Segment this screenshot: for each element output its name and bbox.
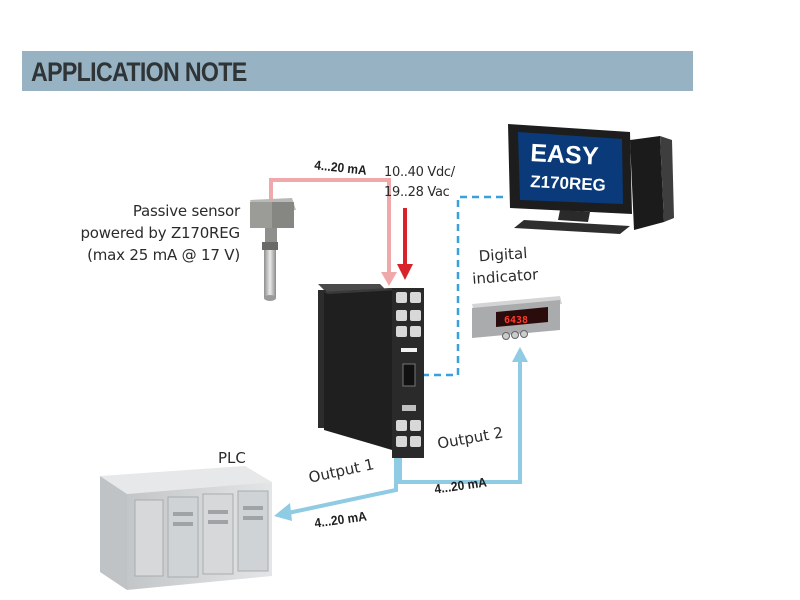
sensor-label-line1: Passive sensor xyxy=(132,202,240,220)
output1-wire xyxy=(274,452,398,521)
indicator-readout: 6438 xyxy=(504,315,528,326)
plc-rack xyxy=(100,466,272,590)
serial-link-line xyxy=(410,195,505,377)
passive-sensor-device xyxy=(250,198,296,301)
supply-line2: 19..28 Vac xyxy=(384,185,450,200)
sensor-description: Passive sensor powered by Z170REG (max 2… xyxy=(60,200,240,266)
supply-line1: 10..40 Vdc/ xyxy=(384,165,455,180)
z170reg-module xyxy=(318,284,424,458)
screen-brand-text: EASY xyxy=(530,139,600,171)
output2-wire xyxy=(398,347,528,484)
digital-indicator-device: 6438 xyxy=(472,296,562,340)
sensor-input-wire xyxy=(269,178,397,286)
sensor-label-line3: (max 25 mA @ 17 V) xyxy=(87,246,240,264)
power-supply-label: 10..40 Vdc/ 19..28 Vac xyxy=(384,163,455,203)
page-title: APPLICATION NOTE xyxy=(31,57,247,87)
indicator-label: Digital indicator xyxy=(470,241,539,289)
plc-label: PLC xyxy=(218,449,246,467)
screen-model-text: Z170REG xyxy=(530,172,606,195)
header-banner: APPLICATION NOTE xyxy=(22,51,693,91)
pc-computer: EASY Z170REG xyxy=(508,124,674,234)
indicator-label-line2: indicator xyxy=(471,265,539,288)
supply-arrow xyxy=(397,208,413,280)
sensor-label-line2: powered by Z170REG xyxy=(80,224,240,242)
